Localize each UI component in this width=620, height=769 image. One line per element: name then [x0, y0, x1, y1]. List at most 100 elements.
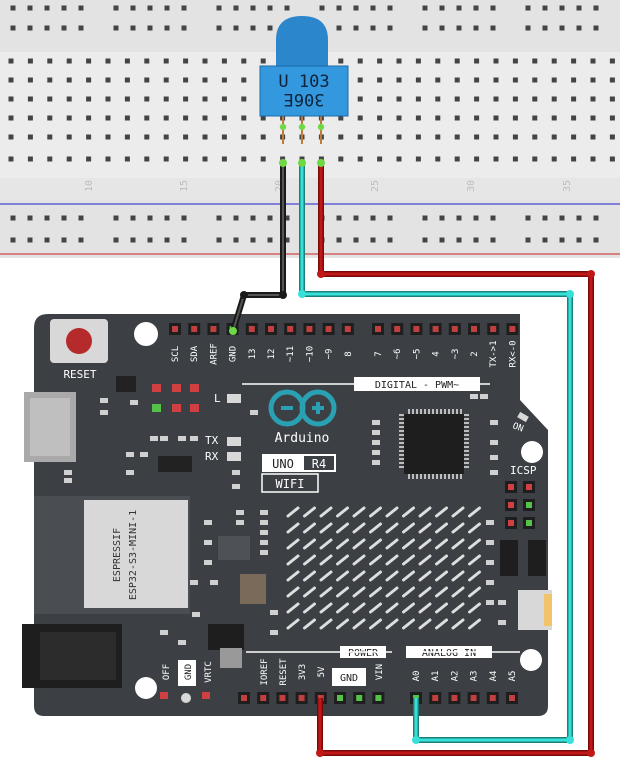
breadboard-hole: [525, 215, 531, 221]
mcu-pin: [399, 462, 404, 464]
regulator-tab: [220, 648, 242, 668]
mcu-pin: [452, 474, 454, 479]
breadboard-hole: [593, 215, 599, 221]
power-gnd-label: GND: [340, 673, 358, 684]
reset-button-cap[interactable]: [66, 328, 92, 354]
matrix-led: [418, 618, 432, 630]
breadboard-hole: [590, 58, 596, 64]
breadboard-hole: [319, 5, 325, 11]
mcu-pin: [464, 418, 469, 420]
breadboard-hole: [144, 77, 150, 83]
breadboard-hole: [202, 156, 208, 162]
analog-pin-label: A1: [431, 671, 441, 682]
breadboard-hole: [163, 77, 169, 83]
potentiometer: U 103 306E: [259, 16, 349, 144]
smd-component: [270, 630, 278, 635]
smd-component: [260, 520, 268, 525]
breadboard-hole: [10, 237, 16, 243]
breadboard-hole: [216, 5, 222, 11]
matrix-led: [402, 538, 415, 550]
breadboard-hole: [353, 5, 359, 11]
small-chip: [528, 540, 546, 576]
pot-contact: [317, 123, 325, 131]
breadboard-hole: [47, 77, 53, 83]
wire-joint: [317, 270, 325, 278]
pot-contact: [298, 123, 306, 131]
breadboard-hole: [571, 115, 577, 121]
pot-knob: [276, 16, 328, 72]
matrix-led: [369, 570, 382, 582]
mcu-pin: [452, 409, 454, 414]
breadboard-hole: [454, 156, 460, 162]
breadboard-hole: [233, 215, 239, 221]
breadboard-hole: [8, 77, 14, 83]
digital-pin-label: 8: [344, 351, 354, 356]
breadboard-hole: [163, 115, 169, 121]
mcu-pin: [432, 474, 434, 479]
matrix-led: [286, 618, 300, 630]
wire-end: [229, 327, 237, 335]
smd-component: [126, 452, 134, 457]
power-jack-inner: [40, 632, 116, 680]
matrix-led: [451, 554, 465, 566]
breadboard-hole: [422, 5, 428, 11]
breadboard-hole: [370, 237, 376, 243]
pot-marking-bottom: 306E: [284, 89, 325, 109]
breadboard-hole: [473, 215, 479, 221]
breadboard-hole: [44, 215, 50, 221]
matrix-led: [303, 554, 316, 566]
matrix-led: [435, 506, 448, 518]
breadboard-hole: [559, 25, 565, 31]
digital-pin-label: 2: [470, 351, 480, 356]
smd-component: [190, 436, 198, 441]
icsp-pin-contact: [526, 484, 532, 490]
breadboard-hole: [105, 58, 111, 64]
digital-pin-label: 12: [267, 349, 277, 360]
icsp-pin-contact: [508, 502, 514, 508]
matrix-led: [402, 602, 415, 614]
logo-ring-right: [299, 389, 337, 427]
breadboard-hole: [267, 25, 273, 31]
breadboard-hole: [454, 96, 460, 102]
led-indicator: [152, 404, 161, 412]
smd-component: [486, 580, 494, 585]
wire-joint: [587, 270, 595, 278]
breadboard-hole: [250, 237, 256, 243]
small-chip: [158, 456, 192, 472]
smd-component: [100, 398, 108, 403]
breadboard-hole: [357, 115, 363, 121]
breadboard-hole: [576, 25, 582, 31]
digital-pin-contact: [210, 326, 217, 332]
breadboard-hole: [377, 58, 383, 64]
smd-component: [64, 470, 72, 475]
breadboard-hole: [181, 237, 187, 243]
icsp-pin-contact: [526, 520, 532, 526]
matrix-led: [303, 570, 316, 582]
breadboard-hole: [8, 134, 14, 140]
bottom-pin-contact: [451, 695, 458, 701]
breadboard-hole: [241, 77, 247, 83]
brand-text: Arduino: [275, 431, 330, 446]
breadboard-hole: [542, 237, 548, 243]
analog-pin-label: A3: [470, 671, 480, 682]
wire-joint: [316, 749, 324, 757]
breadboard-hole: [250, 5, 256, 11]
small-chip: [116, 376, 136, 392]
breadboard-hole: [456, 237, 462, 243]
led-on: [517, 411, 529, 423]
breadboard-hole: [377, 77, 383, 83]
smd-component: [204, 560, 212, 565]
breadboard-hole: [474, 77, 480, 83]
wire-joint: [566, 290, 574, 298]
matrix-led: [451, 618, 465, 630]
breadboard-hole: [493, 156, 499, 162]
breadboard-hole: [493, 58, 499, 64]
breadboard-hole: [183, 115, 189, 121]
breadboard-hole: [267, 5, 273, 11]
breadboard-hole: [493, 115, 499, 121]
smd-component: [160, 436, 168, 441]
smd-component: [498, 600, 506, 605]
breadboard-hole: [474, 58, 480, 64]
breadboard-hole: [105, 134, 111, 140]
smd-component: [236, 510, 244, 515]
